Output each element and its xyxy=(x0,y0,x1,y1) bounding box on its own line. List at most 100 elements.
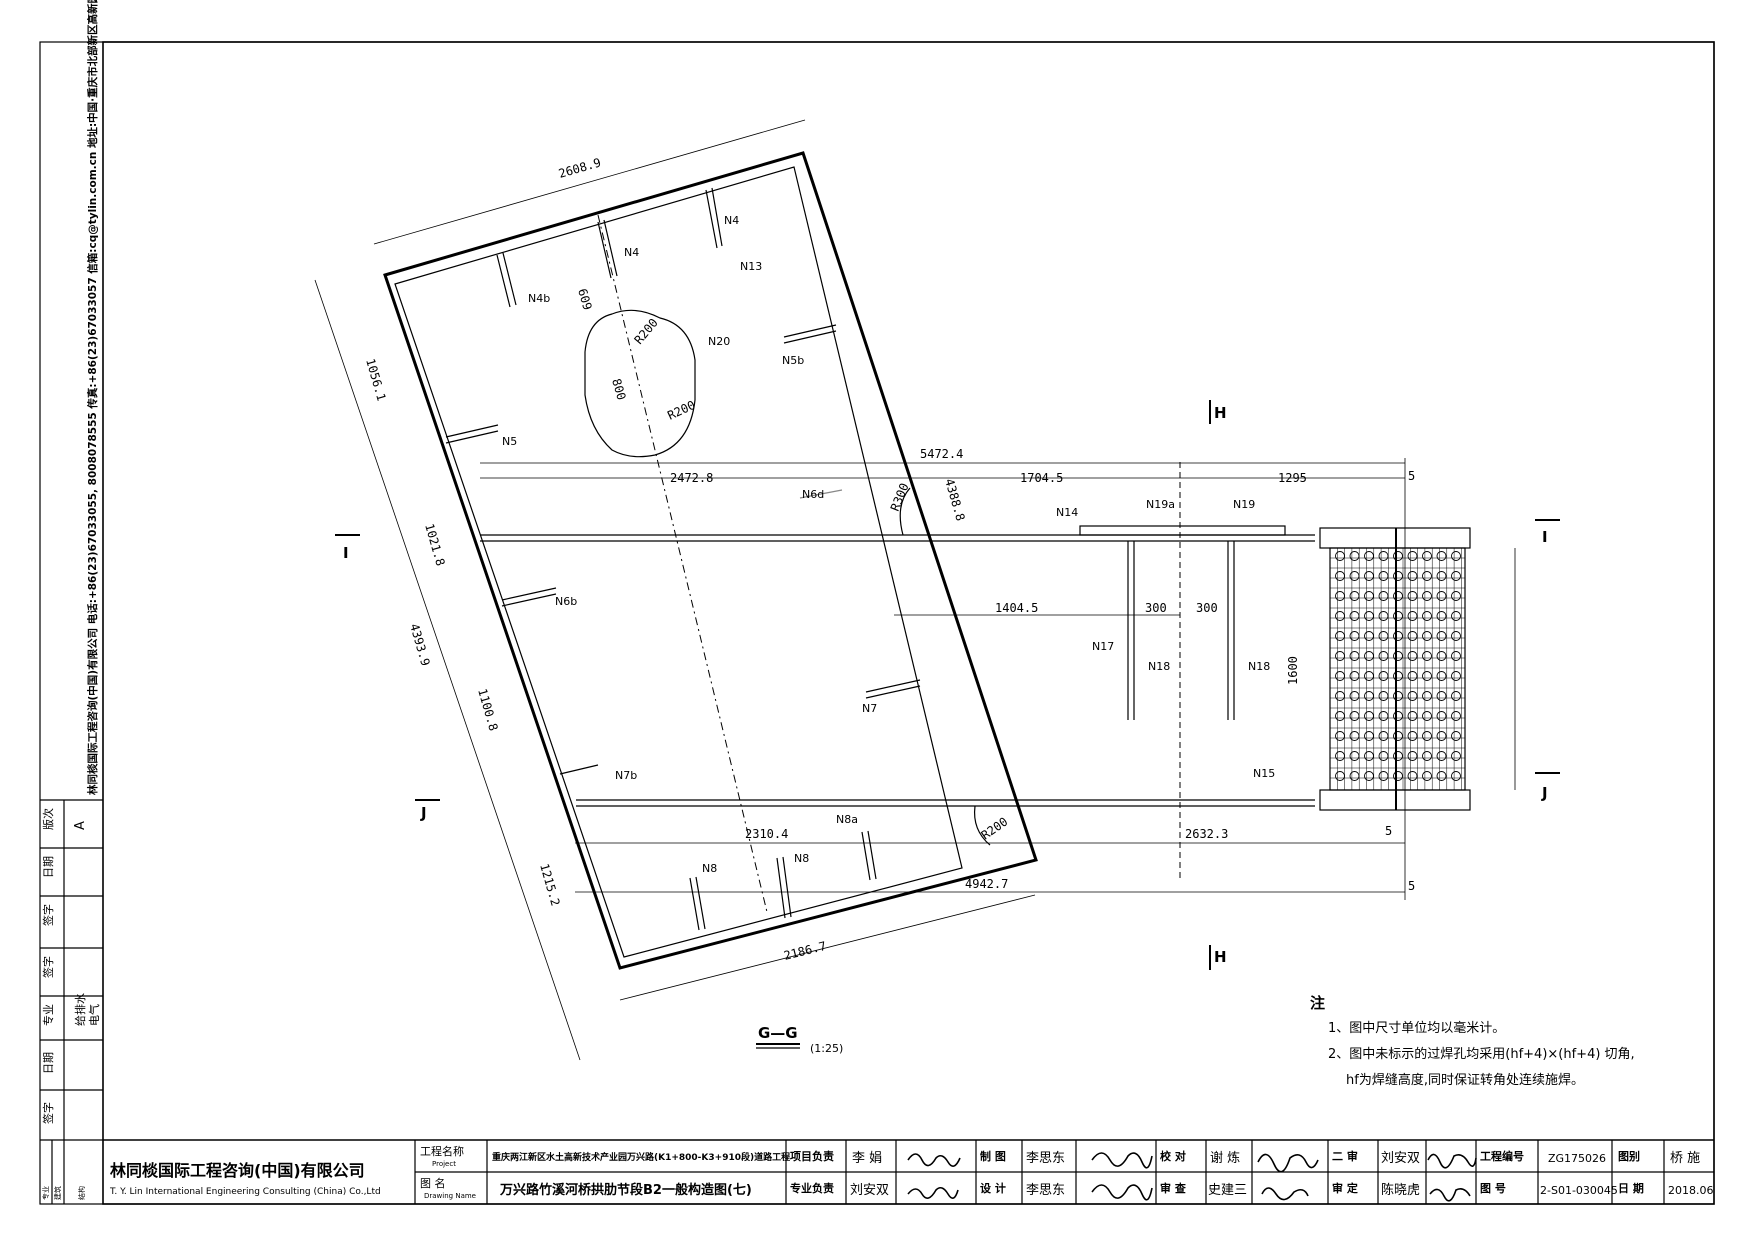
dim-5472: 5472.4 xyxy=(920,447,963,461)
approver-name: 陈晓虎 xyxy=(1381,1182,1420,1198)
date-label: 日 期 xyxy=(1618,1181,1644,1195)
bolt-hole xyxy=(1451,611,1461,621)
bolt-hole xyxy=(1364,691,1374,701)
checker-label: 校 对 xyxy=(1160,1149,1186,1163)
sign-label-2: 签字 xyxy=(41,956,55,978)
project-no: ZG175026 xyxy=(1548,1152,1606,1165)
bolt-hole xyxy=(1422,671,1432,681)
dim-1600: 1600 xyxy=(1286,656,1300,685)
bolt-hole xyxy=(1422,651,1432,661)
section-h-top: H xyxy=(1214,404,1227,422)
discipline-lead-label: 专业负责 xyxy=(790,1181,834,1195)
drawing-label-en: Drawing Name xyxy=(424,1192,476,1200)
label-n6d: N6d xyxy=(802,488,824,501)
bolt-hole xyxy=(1349,751,1360,761)
bolt-hole xyxy=(1335,671,1345,681)
bolt-hole xyxy=(1364,671,1374,681)
sort-value: 桥 施 xyxy=(1670,1151,1700,1166)
date-value: 2018.06 xyxy=(1668,1184,1714,1197)
discipline-value-2: 电气 xyxy=(87,1004,101,1026)
stud-connectors xyxy=(445,187,921,931)
signature-reviewer xyxy=(1261,1187,1309,1201)
label-n6b: N6b xyxy=(555,595,577,608)
bolt-hole xyxy=(1407,731,1418,741)
dim-r200b: R200 xyxy=(665,398,697,423)
bolt-hole xyxy=(1422,751,1432,761)
bolt-hole xyxy=(1393,671,1403,681)
signature-checker xyxy=(1257,1153,1319,1173)
dim-2310: 2310.4 xyxy=(745,827,788,841)
checker-name: 谢 炼 xyxy=(1210,1150,1240,1166)
label-n18a: N18 xyxy=(1148,660,1170,673)
bolt-hole xyxy=(1451,631,1461,641)
bolt-hole xyxy=(1364,751,1374,761)
bolt-hole xyxy=(1349,611,1360,621)
section-j-right: J xyxy=(1541,784,1548,802)
bolt-hole xyxy=(1378,731,1389,741)
second-review-name: 刘安双 xyxy=(1381,1151,1420,1166)
bottom-label-2: 建筑 xyxy=(53,1186,62,1200)
pm-label: 项目负责 xyxy=(790,1149,834,1163)
drawing-name: 万兴路竹溪河桥拱肋节段B2一般构造图(七) xyxy=(499,1182,752,1198)
dim-300b: 300 xyxy=(1196,601,1218,615)
project-label-en: Project xyxy=(432,1160,456,1168)
dim-bottom: 2186.7 xyxy=(782,939,827,963)
section-h-bottom: H xyxy=(1214,948,1227,966)
bolt-hole xyxy=(1422,551,1432,561)
dim-300a: 300 xyxy=(1145,601,1167,615)
bolt-hole xyxy=(1451,691,1461,701)
dim-4942: 4942.7 xyxy=(965,877,1008,891)
bolt-hole xyxy=(1393,691,1403,701)
dim-800: 800 xyxy=(609,377,628,402)
bolt-hole xyxy=(1393,631,1403,641)
approver-label: 审 定 xyxy=(1332,1181,1358,1195)
bolt-hole xyxy=(1378,631,1389,641)
dim-609: 609 xyxy=(575,287,594,312)
bolt-hole xyxy=(1422,631,1432,641)
bolt-hole xyxy=(1335,731,1345,741)
bolt-hole xyxy=(1335,591,1345,601)
drawing-label: 图 名 xyxy=(420,1176,446,1190)
bolt-hole xyxy=(1393,711,1403,721)
splice-panel xyxy=(1319,527,1471,811)
label-n14: N14 xyxy=(1056,506,1078,519)
bolt-hole xyxy=(1436,771,1447,781)
bolt-hole xyxy=(1349,731,1360,741)
discipline-value-1: 给排水 xyxy=(73,993,87,1026)
label-n15: N15 xyxy=(1253,767,1275,780)
bolt-hole xyxy=(1451,651,1461,661)
signature-designer xyxy=(1091,1184,1153,1201)
dim-5c: 5 xyxy=(1408,879,1415,893)
bolt-hole xyxy=(1349,771,1360,781)
bolt-hole xyxy=(1451,571,1461,581)
bolt-hole xyxy=(1451,711,1461,721)
signatures xyxy=(907,1152,1477,1202)
bolt-hole xyxy=(1335,691,1345,701)
bolt-hole xyxy=(1364,631,1374,641)
dim-1404: 1404.5 xyxy=(995,601,1038,615)
view-title: G—G xyxy=(758,1024,798,1042)
note-2: 2、图中未标示的过焊孔均采用(hf+4)×(hf+4) 切角, xyxy=(1328,1046,1635,1062)
drafter-name: 李思东 xyxy=(1026,1151,1065,1166)
bolt-hole xyxy=(1378,571,1389,581)
company-name-en: T. Y. Lin International Engineering Cons… xyxy=(109,1187,381,1197)
label-n18b: N18 xyxy=(1248,660,1270,673)
bolt-hole xyxy=(1407,691,1418,701)
bolt-hole xyxy=(1364,651,1374,661)
label-n19: N19 xyxy=(1233,498,1255,511)
pm-name: 李 娟 xyxy=(852,1151,882,1166)
bolt-hole xyxy=(1349,571,1360,581)
bolt-hole xyxy=(1407,551,1418,561)
dim-2472: 2472.8 xyxy=(670,471,713,485)
bolt-hole xyxy=(1378,651,1389,661)
label-n4b: N4 xyxy=(624,246,639,259)
sort-label: 图别 xyxy=(1618,1149,1640,1163)
flange-lines xyxy=(480,462,1315,878)
dim-5a: 5 xyxy=(1408,469,1415,483)
title-block-grid xyxy=(103,1139,1714,1204)
access-hole xyxy=(584,309,696,458)
bolt-hole xyxy=(1407,611,1418,621)
notes-heading: 注 xyxy=(1310,994,1325,1012)
bolt-hole xyxy=(1436,711,1447,721)
